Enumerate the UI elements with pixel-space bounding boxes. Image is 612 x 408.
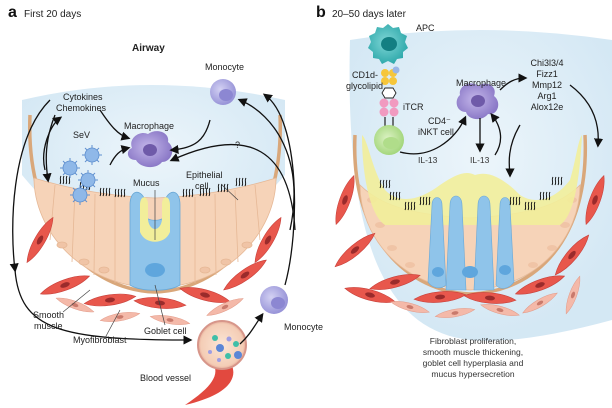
blood-cells [208, 335, 242, 362]
caption-line: Fibroblast proliferation, [430, 336, 516, 346]
gene-label: Chi3l3/4 [530, 58, 563, 68]
gene-label: Fizz1 [536, 69, 558, 79]
label-mucus: Mucus [133, 178, 160, 188]
macrophage-nucleus [143, 144, 157, 156]
label-monocyte-top: Monocyte [205, 62, 244, 72]
label-goblet: Goblet cell [144, 326, 187, 336]
mucus-b [362, 135, 582, 225]
label-il13-left: IL-13 [418, 155, 438, 165]
smooth-muscle-cell [21, 214, 59, 266]
leader-epithelial [221, 184, 239, 201]
inkt-nucleus [383, 137, 399, 149]
caption-line: mucus hypersecretion [431, 369, 514, 379]
panel-a-title: First 20 days [24, 9, 81, 20]
apc-nucleus [381, 37, 397, 51]
smooth-muscle-cell [330, 173, 360, 227]
smooth-muscle-cell [331, 228, 379, 272]
arrows-b [399, 73, 604, 178]
label-cd1d-1: CD1d- [352, 70, 378, 80]
virus-icon [69, 184, 91, 206]
smooth-muscle-cell [133, 295, 187, 311]
macrophage-nucleus [471, 95, 485, 107]
epithelial-cells [49, 184, 261, 283]
smooth-muscle-cell [83, 290, 137, 310]
caption-line: smooth muscle thickening, [423, 347, 523, 357]
leader-myofibroblast [104, 309, 121, 339]
label-sev: SeV [73, 130, 90, 140]
label-smooth-2: muscle [34, 321, 63, 331]
itcr-complex [379, 98, 399, 128]
label-inkt: iNKT cell [418, 127, 454, 137]
label-apc: APC [416, 23, 435, 33]
gene-label: Alox12e [531, 102, 564, 112]
myofibroblast-cell [99, 309, 141, 325]
label-il13-right: IL-13 [470, 155, 490, 165]
virus-icon [77, 169, 99, 191]
goblet-nucleus [145, 263, 165, 277]
gene-list: Chi3l3/4 Fizz1 Mmp12 Arg1 Alox12e [530, 58, 563, 112]
label-macrophage-b: Macrophage [456, 78, 506, 88]
panel-a-letter: a [8, 4, 17, 21]
gene-label: Mmp12 [532, 80, 562, 90]
virus-icon [81, 144, 103, 166]
caption-line: goblet cell hyperplasia and [423, 358, 524, 368]
label-macrophage-a: Macrophage [124, 121, 174, 131]
label-cd1d-2: glycolipid [346, 81, 383, 91]
goblet-nuclei-b [432, 265, 511, 278]
label-cd4: CD4⁻ [428, 116, 451, 126]
panel-a: a First 20 days Airway [8, 4, 323, 405]
virus-icon [59, 157, 81, 179]
smooth-muscle-cell [38, 270, 92, 300]
caption: Fibroblast proliferation, smooth muscle … [423, 336, 524, 379]
label-smooth-1: Smooth [33, 310, 64, 320]
label-myofibroblast: Myofibroblast [73, 335, 127, 345]
label-monocyte-bottom: Monocyte [284, 322, 323, 332]
label-itcr: iTCR [403, 102, 424, 112]
panel-b-title: 20–50 days later [332, 9, 407, 20]
label-epithelial-1: Epithelial [186, 170, 223, 180]
goblet-cells-b [427, 195, 515, 291]
leader-smooth-muscle [62, 289, 91, 313]
leader-goblet [154, 284, 166, 326]
label-question: ? [235, 140, 240, 150]
label-blood-vessel: Blood vessel [140, 373, 191, 383]
panel-b-letter: b [316, 4, 326, 21]
mucus-a [140, 197, 170, 242]
monocyte-nucleus [219, 89, 233, 101]
cd1d-complex [381, 66, 400, 99]
label-epithelial-2: cell [195, 181, 209, 191]
panel-b: b 20–50 days later [316, 4, 612, 379]
label-cytokines: Cytokines [63, 92, 103, 102]
label-chemokines: Chemokines [56, 103, 107, 113]
arrows-a [9, 93, 296, 345]
airway-heading: Airway [132, 43, 165, 54]
monocyte-nucleus [271, 297, 285, 309]
gene-label: Arg1 [537, 91, 556, 101]
